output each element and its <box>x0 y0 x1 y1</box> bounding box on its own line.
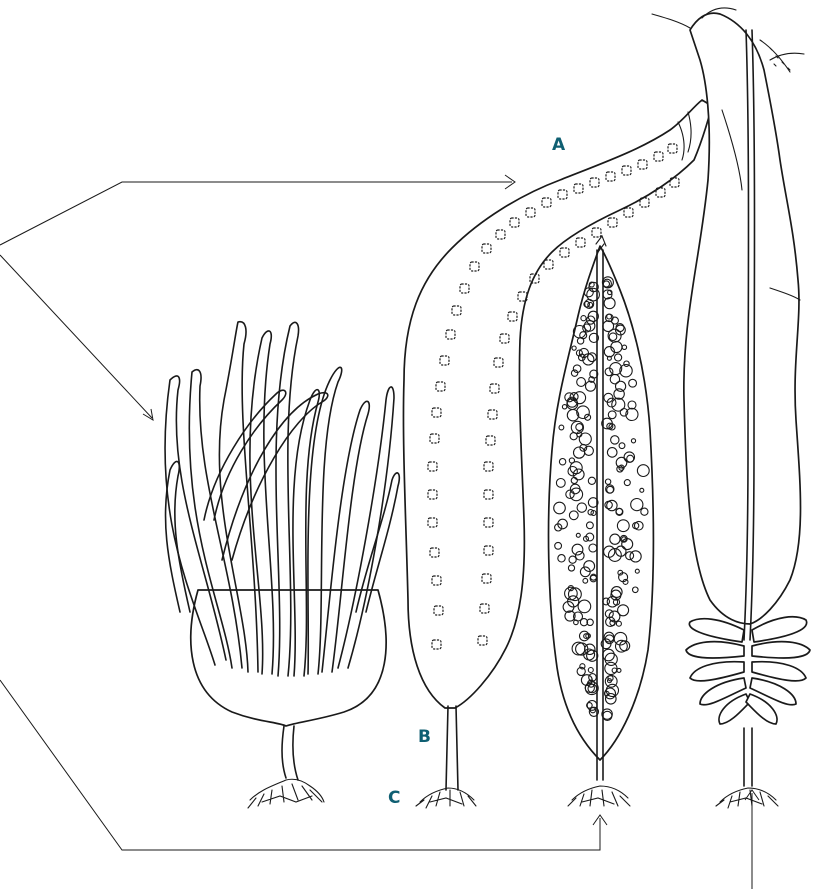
dabberlocks-stipe <box>744 728 752 786</box>
label-c: C <box>388 790 400 807</box>
oarweed-plant <box>165 322 399 808</box>
arrow-to-oarweed <box>0 255 152 418</box>
sorus-patch <box>608 218 617 227</box>
arrow-to-blade-a <box>0 182 512 245</box>
dabberlocks-sporophylls <box>686 617 810 724</box>
oarweed-holdfast <box>248 779 324 808</box>
oarweed-stipe <box>282 726 298 780</box>
sorus-patch <box>560 248 569 257</box>
dabberlocks-holdfast <box>716 788 778 808</box>
dotted-blade-holdfast <box>568 786 630 806</box>
sorus-patch <box>576 238 585 247</box>
sorus-patch <box>592 228 601 237</box>
sorus-patch <box>624 208 633 217</box>
furbelows-holdfast <box>416 788 476 808</box>
label-a: A <box>552 137 565 154</box>
furbelows-stipe <box>446 706 458 790</box>
label-b: B <box>418 729 431 746</box>
dotted-blade <box>549 246 654 760</box>
dotted-blade-plant <box>549 236 654 806</box>
sorus-patch <box>544 260 553 269</box>
